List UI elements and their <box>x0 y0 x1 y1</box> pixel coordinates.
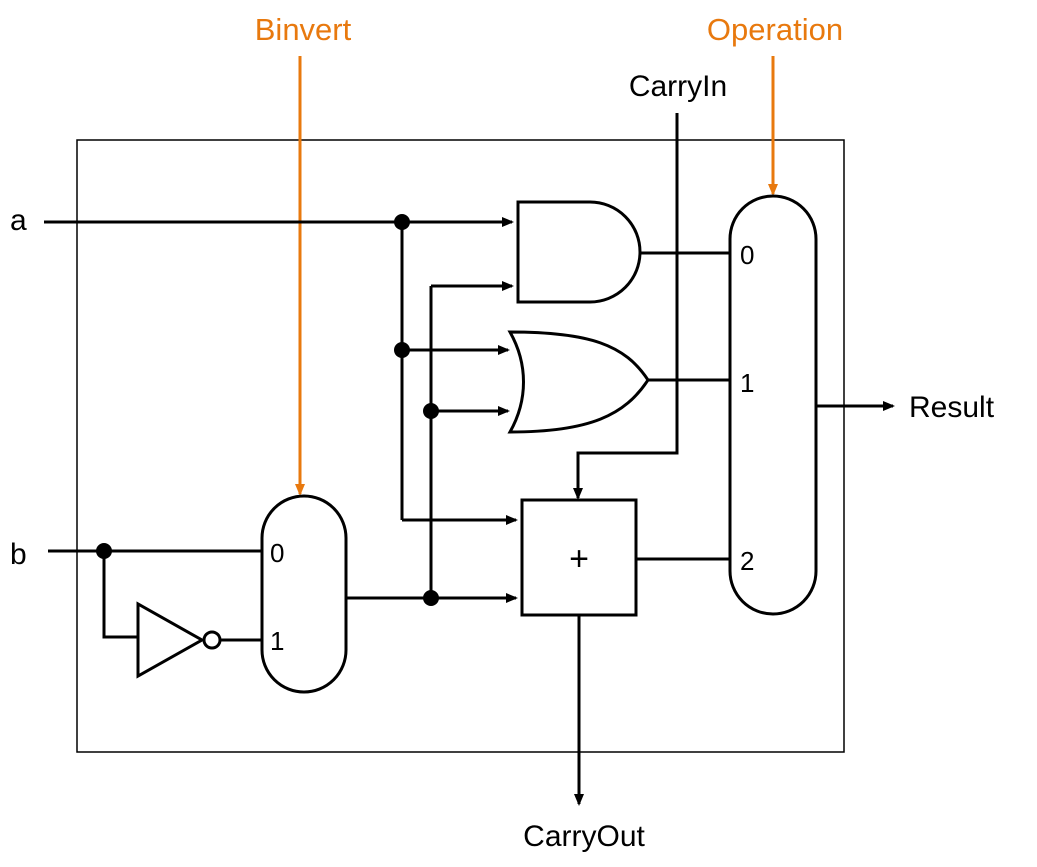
input-b-label: b <box>10 538 27 571</box>
input-a-label: a <box>10 204 27 237</box>
adder-block <box>520 498 638 617</box>
binvert-mux <box>260 494 348 694</box>
inverter-bubble <box>202 630 222 650</box>
operation-mux-input-0-label: 0 <box>740 240 754 270</box>
inverter-gate <box>136 601 206 679</box>
b-junction-dot <box>423 590 439 606</box>
or-gate <box>507 330 650 434</box>
b-junction-dot <box>423 403 439 419</box>
result-label: Result <box>909 391 995 424</box>
binvert-mux-input-0-label: 0 <box>270 538 284 568</box>
operation-mux-input-2-label: 2 <box>740 546 754 576</box>
a-junction-dot <box>394 214 410 230</box>
alu-boundary <box>76 139 845 753</box>
operation-label: Operation <box>707 12 843 47</box>
binvert-label: Binvert <box>255 12 352 47</box>
binvert-mux-input-1-label: 1 <box>270 626 284 656</box>
carry-out-label: CarryOut <box>523 820 645 853</box>
operation-mux-input-1-label: 1 <box>740 368 754 398</box>
a-junction-dot <box>394 342 410 358</box>
and-gate <box>516 200 642 304</box>
b-to-inverter-wire <box>102 551 138 639</box>
b-junction-dot <box>96 543 112 559</box>
adder-symbol: + <box>569 540 589 578</box>
carry-in-wire <box>573 113 679 500</box>
carry-in-label: CarryIn <box>629 70 727 103</box>
